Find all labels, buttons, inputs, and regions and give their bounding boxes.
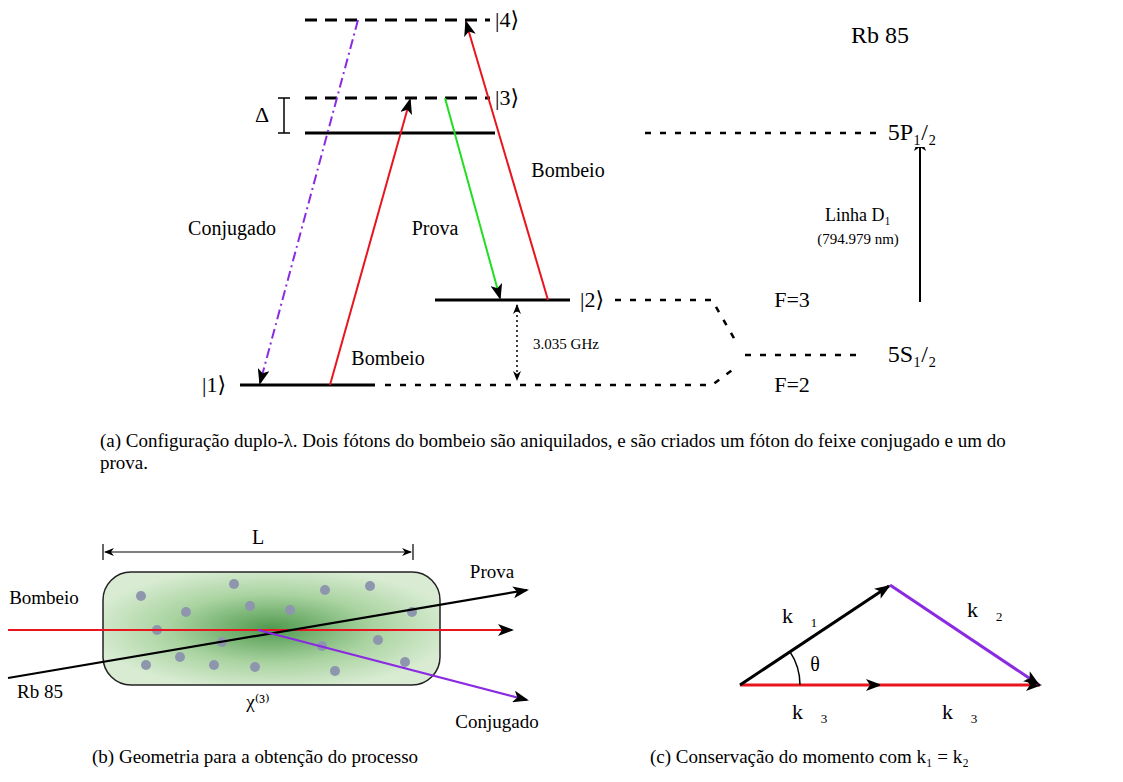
wavelength-label: (794.979 nm) bbox=[815, 231, 901, 248]
level-label: 5P₁/₂ bbox=[886, 119, 939, 147]
state-label: |1⟩ bbox=[200, 372, 228, 397]
level-label: 5S₁/₂ bbox=[886, 341, 939, 369]
species-label: Rb 85 bbox=[15, 681, 65, 703]
hyperfine-label: F=3 bbox=[772, 287, 812, 312]
k3-vector-2 bbox=[880, 684, 1040, 687]
k1-vector bbox=[740, 586, 889, 685]
beam-label: Conjugado bbox=[186, 217, 278, 240]
vector-label: k⃗₂ bbox=[965, 597, 1005, 622]
hyperfine-label: F=2 bbox=[772, 372, 812, 397]
k2-vector bbox=[890, 585, 1038, 684]
splitting-arrow bbox=[516, 305, 518, 380]
level-5p-dots bbox=[645, 132, 880, 135]
state-label: |4⟩ bbox=[493, 7, 521, 32]
transition-label: Linha D₁ bbox=[823, 205, 893, 226]
beam-label: Prova bbox=[468, 561, 516, 583]
beam-label: Conjugado bbox=[453, 711, 540, 733]
vapor-cell bbox=[103, 572, 440, 685]
beam-label: Bombeio bbox=[529, 159, 606, 182]
hyperfine-f3-dots bbox=[615, 300, 735, 340]
caption: (a) Configuração duplo-λ. Dois fótons do… bbox=[100, 430, 1010, 474]
hyperfine-f2-dots bbox=[385, 368, 735, 385]
detuning-label: Δ bbox=[253, 102, 271, 127]
level-4 bbox=[305, 19, 490, 22]
beam-label: Bombeio bbox=[7, 587, 81, 609]
vector-label: k⃗₃ bbox=[940, 699, 980, 724]
vector-label: k⃗₃ bbox=[790, 699, 830, 724]
level-3 bbox=[305, 97, 490, 100]
vector-label: k⃗₁ bbox=[780, 603, 820, 628]
beam-label: Bombeio bbox=[349, 347, 426, 370]
conjugate-beam bbox=[258, 630, 527, 700]
susceptibility-label: χ⁽³⁾ bbox=[244, 691, 271, 713]
length-dimension-line bbox=[105, 551, 411, 552]
frequency-label: 3.035 GHz bbox=[531, 336, 601, 353]
detuning-bracket bbox=[278, 98, 290, 133]
state-label: |2⟩ bbox=[578, 287, 606, 312]
level-2 bbox=[435, 299, 570, 302]
probe-beam bbox=[8, 590, 527, 678]
beam-label: Prova bbox=[410, 217, 461, 240]
dimension-label: L bbox=[250, 526, 266, 549]
caption: (b) Geometria para a obtenção do process… bbox=[92, 746, 418, 768]
probe-arrow bbox=[445, 98, 500, 298]
conjugate-arrow bbox=[260, 20, 358, 383]
angle-label: θ bbox=[808, 653, 822, 676]
k3-vector-1 bbox=[740, 684, 880, 687]
level-5s-dots bbox=[745, 354, 865, 357]
angle-arc bbox=[790, 652, 800, 685]
species-label: Rb 85 bbox=[849, 22, 911, 50]
pump-arrow-1 bbox=[330, 100, 410, 385]
d1-arrow bbox=[919, 137, 921, 302]
state-label: |3⟩ bbox=[493, 85, 521, 110]
caption: (c) Conservação do momento com k₁ = k₂ bbox=[650, 746, 969, 768]
level-1 bbox=[240, 384, 375, 387]
